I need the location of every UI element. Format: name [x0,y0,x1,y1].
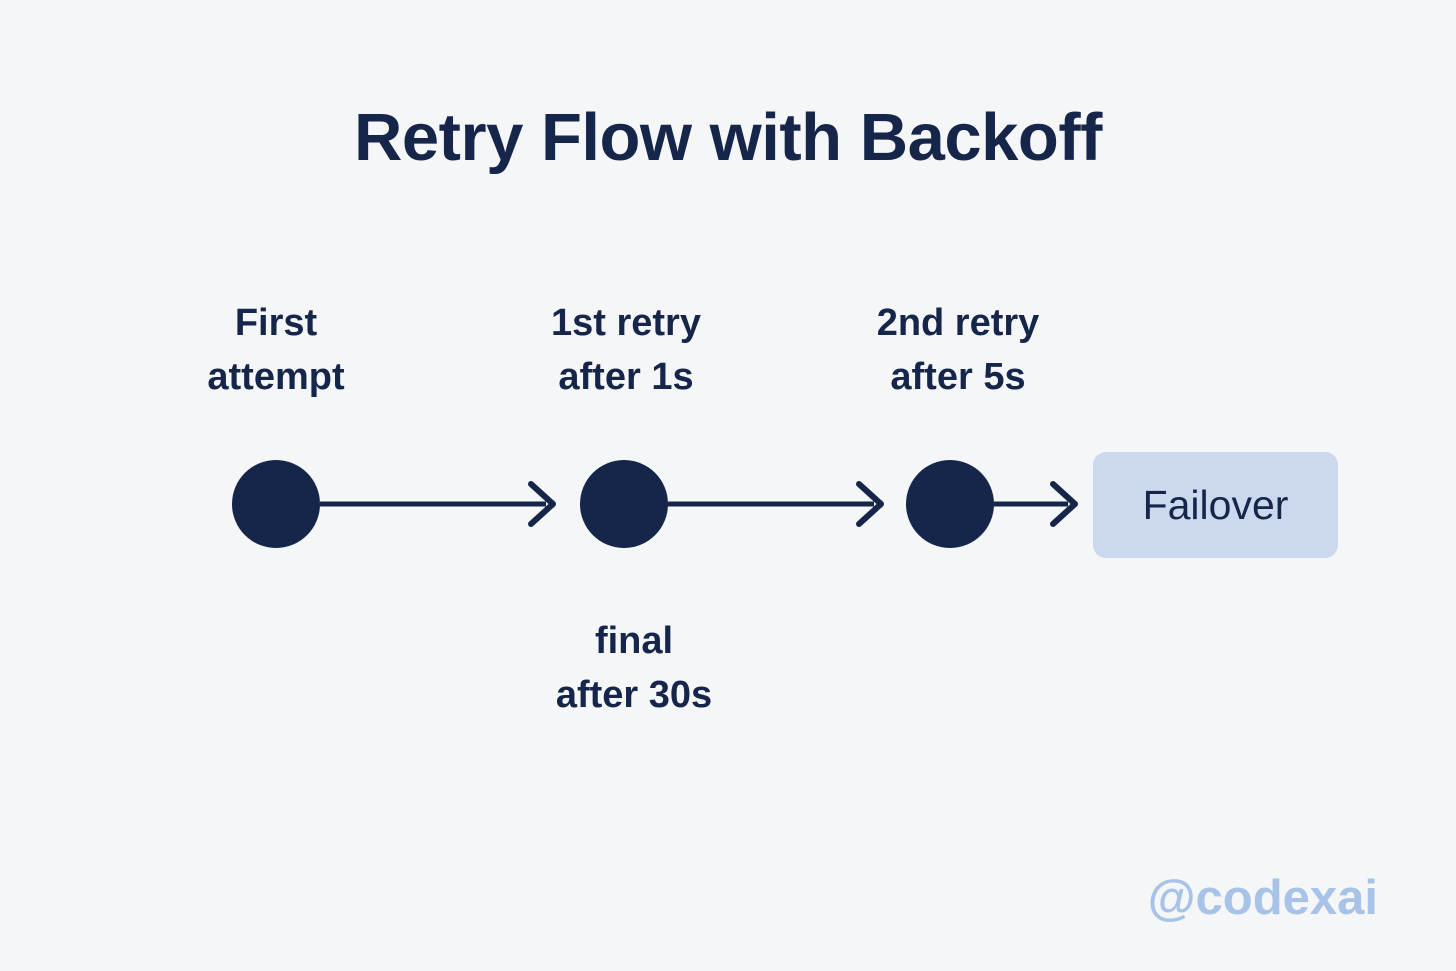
node-label-second-retry: 2nd retry after 5s [876,302,1040,398]
watermark: @codexai [1147,871,1378,925]
node-label-failover: Failover [1142,481,1289,528]
page-title: Retry Flow with Backoff [354,100,1102,175]
edge-second-retry-to-failover [994,481,1078,527]
node-label-first-attempt: First attempt [207,302,345,398]
node-first-retry[interactable] [580,460,668,548]
node-second-retry[interactable] [906,460,994,548]
node-sublabel-final-retry: final after 30s [555,620,713,716]
node-failover[interactable]: Failover [1093,452,1338,558]
edge-first-retry-to-second-retry [668,481,884,527]
node-label-first-retry: 1st retry after 1s [551,302,701,398]
edge-first-attempt-to-first-retry [320,481,556,527]
node-first-attempt[interactable] [232,460,320,548]
